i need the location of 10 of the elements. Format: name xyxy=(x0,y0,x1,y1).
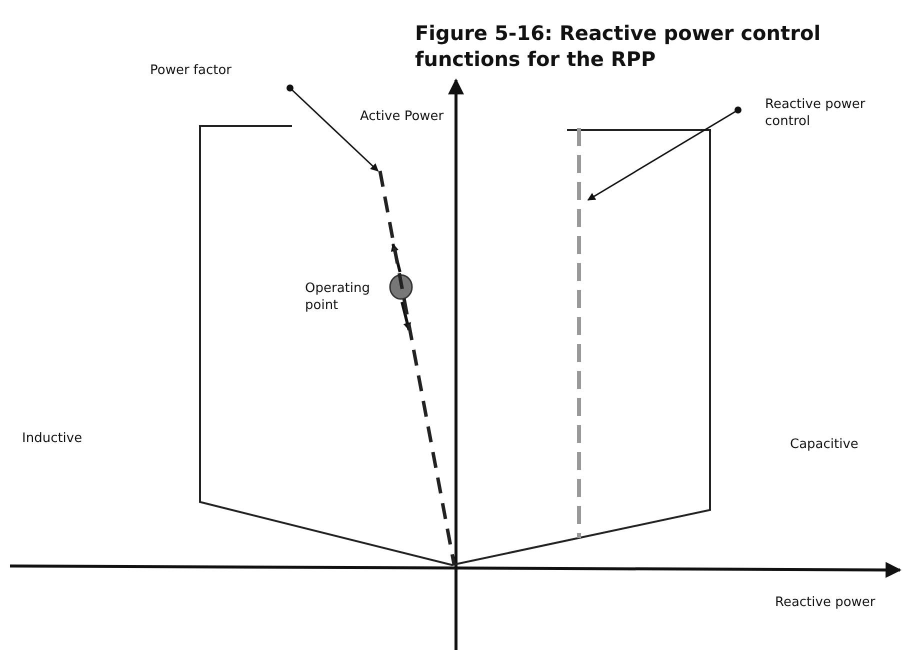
axis-label: Reactive power xyxy=(775,594,876,611)
point-label: Operating point xyxy=(305,280,371,314)
axis-label: Active Power xyxy=(360,108,444,125)
region-label: Inductive xyxy=(22,430,82,447)
region-label: Capacitive xyxy=(790,436,858,453)
callout-label: Reactive power control xyxy=(738,96,875,130)
callout-label: Power factor xyxy=(150,62,290,79)
figure-title: Figure 5-16: Reactive power control functions for the RPP xyxy=(415,20,822,72)
leader-line xyxy=(587,106,742,201)
leader-line xyxy=(286,84,379,172)
